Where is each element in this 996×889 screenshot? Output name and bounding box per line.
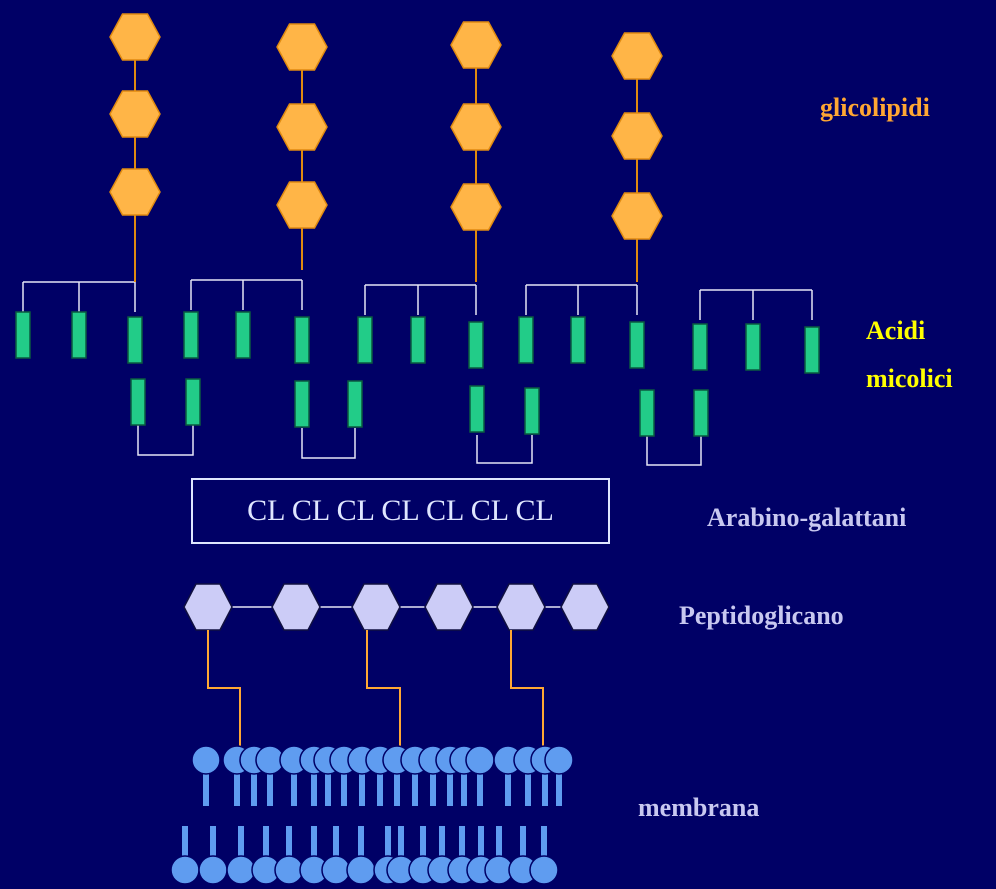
sugar-hexagon-1-1 — [110, 14, 160, 60]
u-bracket-3 — [477, 435, 532, 463]
peptidoglycan-hexagon-3 — [352, 584, 400, 630]
lipid-head-bottom-3 — [227, 856, 255, 884]
lipid-head-bottom-1 — [171, 856, 199, 884]
mycolic-acid-unit-bottom-7 — [640, 390, 654, 436]
peptide-crosslink-2 — [367, 630, 400, 748]
mycolic-acid-unit-bottom-3 — [295, 381, 309, 427]
mycolic-acid-unit-bottom-2 — [186, 379, 200, 425]
sugar-hexagon-3-3 — [451, 184, 501, 230]
mycolic-acid-unit-bottom-8 — [694, 390, 708, 436]
lipid-head-top-1 — [192, 746, 220, 774]
arabinogalactans-label: Arabino-galattani — [707, 503, 906, 533]
mycolic-acid-unit-top-2 — [72, 312, 86, 358]
mycolic-acid-unit-top-8 — [411, 317, 425, 363]
mycolic-acid-unit-top-15 — [805, 327, 819, 373]
mycolic-acid-unit-bottom-5 — [470, 386, 484, 432]
sugar-hexagon-2-3 — [277, 182, 327, 228]
lipid-head-bottom-5 — [275, 856, 303, 884]
u-bracket-2 — [302, 428, 355, 458]
lipid-head-bottom-2 — [199, 856, 227, 884]
peptidoglycan-hexagon-5 — [497, 584, 545, 630]
mycolic-acid-unit-top-1 — [16, 312, 30, 358]
mycolic-acids-label-line2: micolici — [866, 364, 953, 394]
mycolic-acids-label-line1: Acidi — [866, 316, 925, 346]
mycolic-acid-unit-top-9 — [469, 322, 483, 368]
sugar-hexagon-1-3 — [110, 169, 160, 215]
peptidoglycan-chain — [184, 584, 609, 630]
peptidoglycan-membrane-links — [208, 630, 543, 748]
peptidoglycan-hexagon-6 — [561, 584, 609, 630]
mycolic-acid-unit-top-11 — [571, 317, 585, 363]
u-bracket-1 — [138, 425, 193, 455]
lipid-head-bottom-17 — [530, 856, 558, 884]
sugar-hexagon-2-2 — [277, 104, 327, 150]
mycolic-acid-unit-top-13 — [693, 324, 707, 370]
glycolipids-label: glicolipidi — [820, 93, 930, 123]
arabinogalactan-box: CL CL CL CL CL CL CL — [191, 478, 610, 544]
mycolic-acid-unit-top-4 — [184, 312, 198, 358]
mycolic-acid-unit-top-6 — [295, 317, 309, 363]
mycolic-acid-unit-bottom-1 — [131, 379, 145, 425]
mycolic-acid-unit-top-14 — [746, 324, 760, 370]
peptidoglycan-hexagon-4 — [425, 584, 473, 630]
peptidoglycan-hexagon-2 — [272, 584, 320, 630]
arabinogalactan-branch-lines — [23, 280, 812, 465]
peptidoglycan-label: Peptidoglicano — [679, 601, 844, 631]
sugar-hexagon-4-3 — [612, 193, 662, 239]
mycolic-acid-units — [16, 312, 819, 436]
mycolic-acid-unit-bottom-6 — [525, 388, 539, 434]
lipid-head-top-16 — [466, 746, 494, 774]
mycolic-acid-unit-top-7 — [358, 317, 372, 363]
glycolipid-chains — [110, 14, 662, 282]
sugar-hexagon-2-1 — [277, 24, 327, 70]
lipid-head-bottom-7 — [322, 856, 350, 884]
sugar-hexagon-4-1 — [612, 33, 662, 79]
u-bracket-4 — [647, 436, 701, 465]
lipid-head-bottom-8 — [347, 856, 375, 884]
membrane-bilayer — [171, 746, 573, 884]
mycolic-acid-unit-top-10 — [519, 317, 533, 363]
lipid-head-top-20 — [545, 746, 573, 774]
sugar-hexagon-3-1 — [451, 22, 501, 68]
sugar-hexagon-1-2 — [110, 91, 160, 137]
membrane-label: membrana — [638, 793, 759, 823]
sugar-hexagon-3-2 — [451, 104, 501, 150]
peptide-crosslink-1 — [208, 630, 240, 748]
sugar-hexagon-4-2 — [612, 113, 662, 159]
mycolic-acid-unit-top-12 — [630, 322, 644, 368]
peptide-crosslink-3 — [511, 630, 543, 748]
mycolic-acid-unit-top-3 — [128, 317, 142, 363]
mycolic-acid-unit-bottom-4 — [348, 381, 362, 427]
arabinogalactan-box-text: CL CL CL CL CL CL CL — [247, 494, 554, 528]
mycolic-acid-unit-top-5 — [236, 312, 250, 358]
peptidoglycan-hexagon-1 — [184, 584, 232, 630]
